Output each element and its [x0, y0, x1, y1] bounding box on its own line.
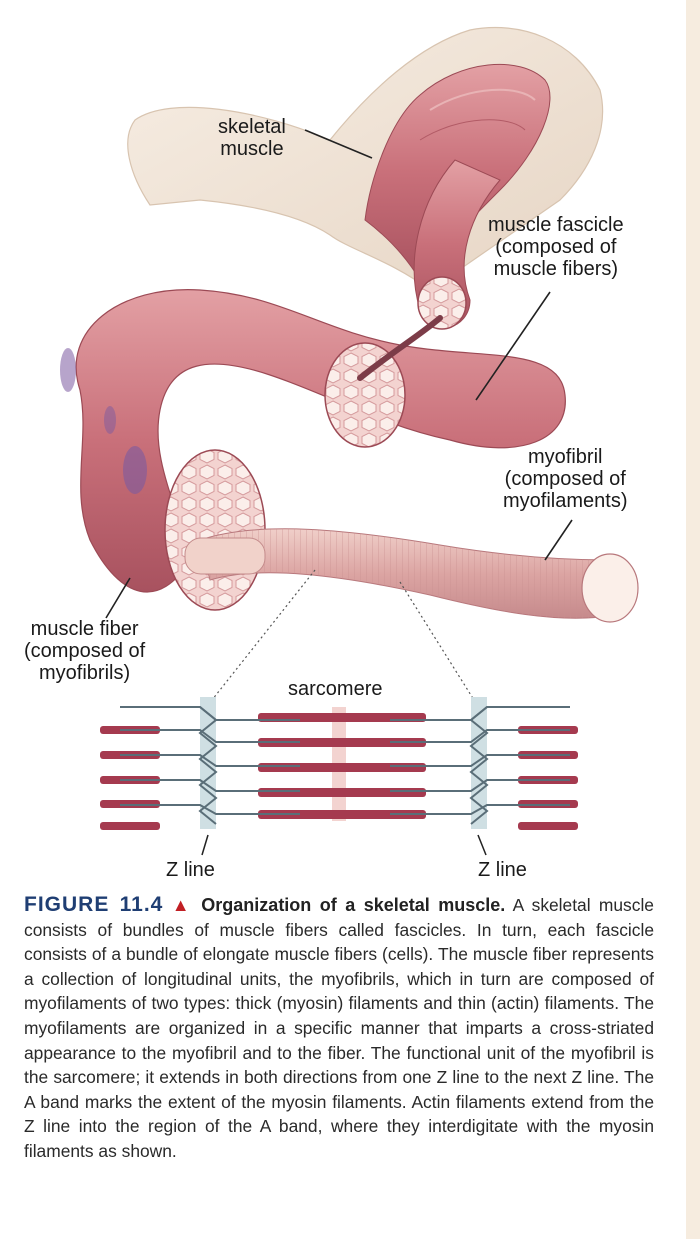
label-muscle-fiber: muscle fiber (composed of myofibrils) [24, 618, 145, 684]
label-sarcomere: sarcomere [288, 678, 383, 700]
muscle-illustration [60, 26, 639, 856]
label-line: muscle [220, 138, 284, 160]
fascicle-shape [413, 159, 501, 330]
myofibril-shape [184, 528, 639, 623]
label-line: muscle fiber [30, 618, 139, 640]
label-line: muscle fibers) [493, 258, 619, 280]
leader-lines [105, 129, 573, 619]
fascicle-connector [357, 315, 443, 381]
figure-number: FIGURE 11.4 [24, 893, 164, 916]
label-myofibril: myofibril (composed of myofilaments) [503, 446, 627, 512]
triangle-icon: ▲ [171, 895, 193, 915]
sarcomere-guides [211, 569, 475, 701]
label-muscle-fascicle: muscle fascicle (composed of muscle fibe… [488, 214, 624, 280]
sarcomere-diagram [100, 697, 578, 856]
label-line: (composed of [495, 236, 617, 258]
label-line: (composed of [24, 640, 146, 662]
figure-caption-body: A skeletal muscle consists of bundles of… [24, 895, 654, 1161]
actin-filaments [120, 706, 570, 825]
label-line: muscle fascicle [488, 214, 624, 236]
figure-caption: FIGURE 11.4 ▲ Organization of a skeletal… [24, 893, 654, 1164]
label-line: myofibrils) [39, 662, 131, 684]
label-z-line-right: Z line [478, 859, 527, 881]
figure-title: Organization of a skeletal muscle. [201, 895, 506, 915]
label-line: myofibril [528, 446, 603, 468]
label-line: myofilaments) [503, 490, 628, 512]
label-z-line-left: Z line [166, 859, 215, 881]
page-edge-strip [686, 0, 700, 1239]
label-line: skeletal [218, 116, 286, 138]
label-skeletal-muscle: skeletal muscle [218, 116, 286, 160]
label-line: (composed of [504, 468, 626, 490]
